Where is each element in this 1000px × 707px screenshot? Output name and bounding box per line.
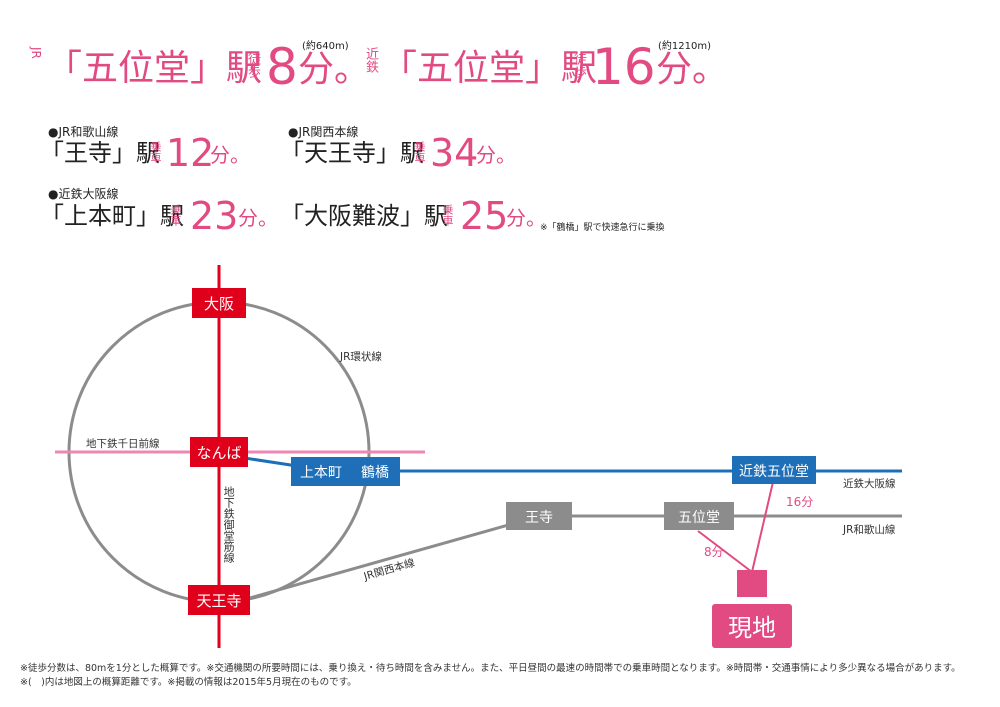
jr-wakayama-label: JR和歌山線 xyxy=(842,523,896,536)
station-tennoji xyxy=(188,585,250,615)
midosuji-label: 地下鉄御堂筋線 xyxy=(222,486,236,563)
route-ride-label: 乗車 xyxy=(413,141,426,163)
jr-prefix: JR xyxy=(29,47,43,59)
station-namba xyxy=(190,437,248,467)
kintetsu-walk-distance: (約1210m) xyxy=(658,41,711,52)
station-oji-label: 王寺 xyxy=(525,510,553,526)
jr-walk-distance: (約640m) xyxy=(302,41,349,52)
station-tsuruhashi-label: 鶴橋 xyxy=(361,464,389,481)
station-namba-label: なんば xyxy=(196,444,241,462)
kintetsu-goido-station: 「五位堂」駅 xyxy=(381,48,598,89)
route-station: 「大阪難波」駅 xyxy=(280,202,448,230)
kintetsu-walk-unit: 分。 xyxy=(656,49,729,90)
route-unit: 分。 xyxy=(476,143,516,167)
kintetsu-walk-label: 徒歩 xyxy=(571,52,586,78)
route-ride-label: 乗車 xyxy=(441,204,454,226)
station-uehonmachi-label: 上本町 xyxy=(300,465,342,481)
station-goido-label: 五位堂 xyxy=(678,510,720,526)
jr-kansai-line xyxy=(249,514,541,600)
route-minutes: 25 xyxy=(460,194,509,238)
walk-time-kintetsu: 16分 xyxy=(786,495,813,509)
route-transfer-note: ※「鶴橋」駅で快速急行に乗換 xyxy=(540,223,665,233)
site-label: 現地 xyxy=(728,614,776,642)
route-station: 「上本町」駅 xyxy=(40,202,184,230)
route-line-label: ●JR関西本線 xyxy=(288,125,359,139)
kintetsu-prefix: 近鉄 xyxy=(363,47,378,73)
route-unit: 分。 xyxy=(210,143,250,167)
jr-walk-label: 徒歩 xyxy=(245,52,260,78)
walk-route-kintetsu xyxy=(751,481,774,573)
jr-walk-unit: 分。 xyxy=(298,49,371,90)
station-osaka-label: 大阪 xyxy=(204,295,234,313)
station-kintetsu-goido-label: 近鉄五位堂 xyxy=(739,464,809,480)
route-line-label: ●JR和歌山線 xyxy=(48,125,119,139)
walk-route-jr xyxy=(697,530,753,573)
kintetsu-walk-minutes: 16 xyxy=(592,38,656,96)
kintetsu-osaka-label: 近鉄大阪線 xyxy=(843,477,896,490)
walk-time-jr: 8分 xyxy=(704,545,724,559)
station-oji xyxy=(506,502,572,530)
jr-walk-minutes: 8 xyxy=(266,38,298,96)
station-osaka xyxy=(192,288,246,318)
route-minutes: 23 xyxy=(190,194,239,238)
site-marker xyxy=(737,570,767,597)
sennichimae-label: 地下鉄千日前線 xyxy=(86,437,160,450)
station-tennoji-label: 天王寺 xyxy=(196,592,241,610)
route-station: 「王寺」駅 xyxy=(40,139,160,167)
site-label-box xyxy=(712,604,792,648)
route-ride-label: 乗車 xyxy=(149,141,162,163)
station-tsuruhashi xyxy=(350,457,400,486)
route-minutes: 34 xyxy=(430,131,479,175)
station-uehonmachi xyxy=(291,457,351,486)
route-ride-label: 乗車 xyxy=(169,204,182,226)
route-unit: 分。 xyxy=(506,206,546,230)
route-unit: 分。 xyxy=(238,206,278,230)
route-line-label: ●近鉄大阪線 xyxy=(48,187,119,201)
station-kintetsu-goido xyxy=(732,456,816,484)
station-goido xyxy=(664,502,734,530)
jr-goido-station: 「五位堂」駅 xyxy=(46,48,263,89)
route-station: 「天王寺」駅 xyxy=(280,139,424,167)
footer-note: ※徒歩分数は、80mを1分とした概算です。※交通機関の所要時間には、乗り換え・待… xyxy=(20,663,961,689)
jr-loop-label: JR環状線 xyxy=(339,350,382,363)
route-minutes: 12 xyxy=(166,131,215,175)
